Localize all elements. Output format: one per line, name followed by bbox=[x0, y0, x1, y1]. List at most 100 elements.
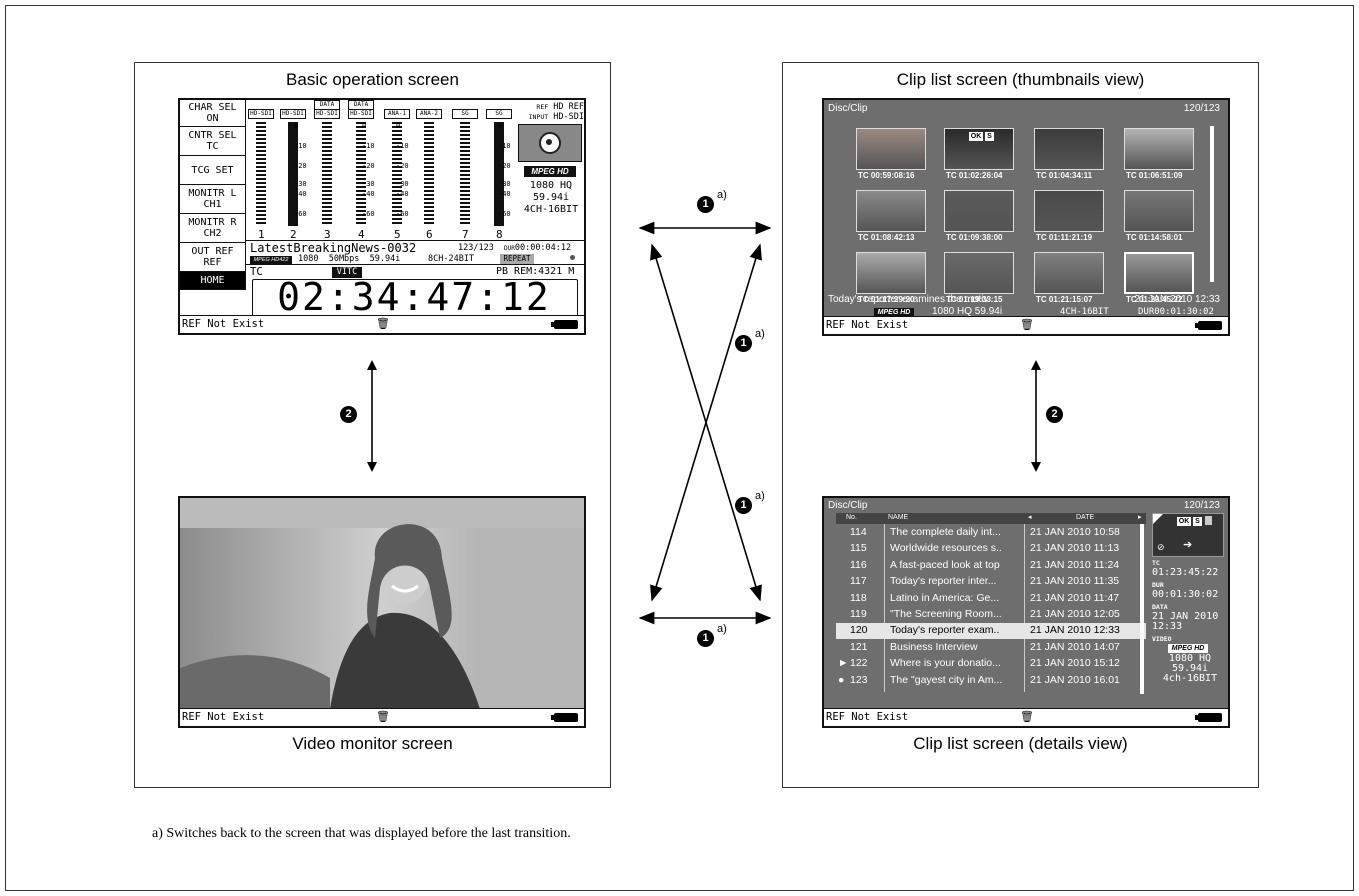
scrollbar[interactable] bbox=[1210, 126, 1214, 282]
level-meter bbox=[460, 122, 470, 226]
ref-info: REF HD REF INPUT HD-SDI bbox=[516, 102, 584, 122]
disc-clip-header: Disc/Clip bbox=[828, 500, 868, 511]
clip-description: Today's reporter examines the motiv... bbox=[828, 294, 996, 305]
ref-value: HD REF bbox=[553, 102, 584, 112]
channel-source-label: SG bbox=[452, 109, 478, 119]
clip-thumbnail[interactable] bbox=[944, 190, 1014, 232]
meter-scale-label: -10 bbox=[294, 142, 307, 150]
meter-scale-label: -30 bbox=[362, 180, 375, 188]
data-time: 12:33 bbox=[1152, 621, 1183, 632]
clip-thumbnail[interactable] bbox=[856, 190, 926, 232]
clip-thumbnail[interactable] bbox=[1034, 190, 1104, 232]
cell-name: The complete daily int... bbox=[890, 526, 1001, 538]
timecode-area: TC VITC PB REM:4321 M 02:34:47:12 bbox=[246, 264, 584, 319]
battery-icon bbox=[1195, 713, 1222, 722]
status-bar: REF Not Exist 🗑 bbox=[180, 315, 584, 333]
side-button-label: HOME bbox=[200, 275, 225, 286]
clip-info-bar: LatestBreakingNews-0032 123/123 DUR00:00… bbox=[246, 240, 584, 265]
level-meter bbox=[256, 122, 266, 226]
trash-icon: 🗑 bbox=[376, 317, 390, 330]
chevron-left-icon[interactable]: ◂ bbox=[1028, 514, 1032, 521]
cell-date: 21 JAN 2010 11:35 bbox=[1030, 575, 1120, 588]
side-button-label: CNTR SEL bbox=[188, 130, 237, 141]
clip-thumbnail[interactable] bbox=[1124, 190, 1194, 232]
level-meter bbox=[424, 122, 434, 226]
meter-scale-label: -20 bbox=[396, 162, 409, 170]
side-button[interactable]: TCG SET bbox=[180, 156, 246, 185]
marker-1: 1 bbox=[735, 497, 752, 514]
meter-scale-label: -20 bbox=[294, 162, 307, 170]
thumbnail-timecode: TC 00:59:08:16 bbox=[858, 171, 915, 180]
pb-remaining: PB REM:4321 M bbox=[496, 266, 575, 277]
disc-clip-header: Disc/Clip bbox=[828, 103, 868, 114]
clip-thumbnail[interactable] bbox=[944, 252, 1014, 294]
side-button-label: MONITR L bbox=[188, 188, 237, 199]
meter-scale-label: -30 bbox=[294, 180, 307, 188]
table-row[interactable]: 119"The Screening Room...21 JAN 2010 12:… bbox=[836, 607, 1146, 623]
ok-badge: OK bbox=[969, 132, 983, 141]
marker-1-note: a) bbox=[755, 490, 765, 502]
ref-label: REF bbox=[536, 103, 549, 111]
chevron-right-icon[interactable]: ▸ bbox=[1138, 514, 1142, 521]
video-monitor-screen: REF Not Exist 🗑 bbox=[178, 496, 586, 728]
meter-scale-label: -20 bbox=[362, 162, 375, 170]
col-date-header: DATE bbox=[1076, 514, 1095, 521]
thumbnail-timecode: TC 01:04:34:11 bbox=[1036, 171, 1093, 180]
side-button-value: TC bbox=[206, 141, 219, 152]
clip-thumbnail[interactable] bbox=[1124, 128, 1194, 170]
channel-source-label: HD-SDI bbox=[348, 109, 374, 119]
format-line: 1080 HQ bbox=[529, 180, 573, 191]
audio-format: 8CH-24BIT bbox=[428, 254, 475, 264]
cell-name: Business Interview bbox=[890, 640, 978, 653]
clip-thumbnail[interactable] bbox=[856, 252, 926, 294]
channel-number: 5 bbox=[394, 228, 401, 241]
clip-thumbnail[interactable] bbox=[1034, 252, 1104, 294]
cell-name: Where is your donatio... bbox=[890, 657, 1001, 670]
meter-scale-label: -40 bbox=[294, 190, 307, 198]
side-button[interactable]: HOME bbox=[180, 272, 246, 290]
thumbnail-timecode: TC 01:11:21:19 bbox=[1036, 233, 1093, 242]
format-line: 4ch-16BIT bbox=[1162, 673, 1218, 684]
status-bar: REF Not Exist 🗑 bbox=[824, 316, 1228, 334]
meter-scale-label: -40 bbox=[362, 190, 375, 198]
scrollbar[interactable] bbox=[1140, 524, 1144, 694]
cell-no: 114 bbox=[850, 526, 867, 538]
meter-scale-label: -10 bbox=[396, 142, 409, 150]
channel-number: 8 bbox=[496, 228, 503, 241]
meter-scale-label: -60 bbox=[362, 210, 375, 218]
data-label: DATA bbox=[1152, 603, 1168, 611]
side-button-value: REF bbox=[203, 257, 222, 268]
cell-no: 119 bbox=[850, 608, 867, 620]
status-bar: REF Not Exist 🗑 bbox=[824, 708, 1228, 726]
clip-thumbnail[interactable] bbox=[1124, 252, 1194, 294]
clip-thumbnail[interactable] bbox=[1034, 128, 1104, 170]
marker-1-note: a) bbox=[717, 189, 727, 201]
mpeg-hd-logo: MPEG HD bbox=[524, 166, 576, 177]
clip-count: 123/123 bbox=[458, 243, 494, 253]
thumbnail-timecode: TC 01:17:29:20 bbox=[858, 295, 915, 304]
figure-frame bbox=[5, 5, 1354, 891]
clip-thumbnail[interactable] bbox=[856, 128, 926, 170]
clip-date: 21 JAN 2010 12:33 bbox=[1134, 294, 1220, 305]
thumbnail-timecode: TC 01:02:26:04 bbox=[946, 171, 1003, 180]
details-screen-title: Clip list screen (details view) bbox=[913, 734, 1128, 753]
